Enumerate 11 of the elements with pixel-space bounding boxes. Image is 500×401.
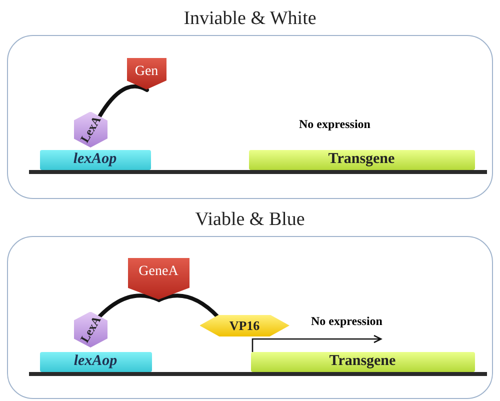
linker-curve <box>157 294 220 319</box>
gene-flag: GeneA <box>128 258 190 300</box>
transgene-box: Transgene <box>250 352 474 372</box>
expression-note: No expression <box>299 117 370 132</box>
operator-box: lexAop <box>40 352 152 372</box>
transgene-box: Transgene <box>248 150 474 170</box>
gene-flag: Gen <box>126 58 166 90</box>
expression-note: No expression <box>311 314 382 329</box>
panel-title: Inviable & White <box>182 7 318 31</box>
panel-title: Viable & Blue <box>194 208 306 232</box>
operator-box: lexAop <box>40 150 150 170</box>
